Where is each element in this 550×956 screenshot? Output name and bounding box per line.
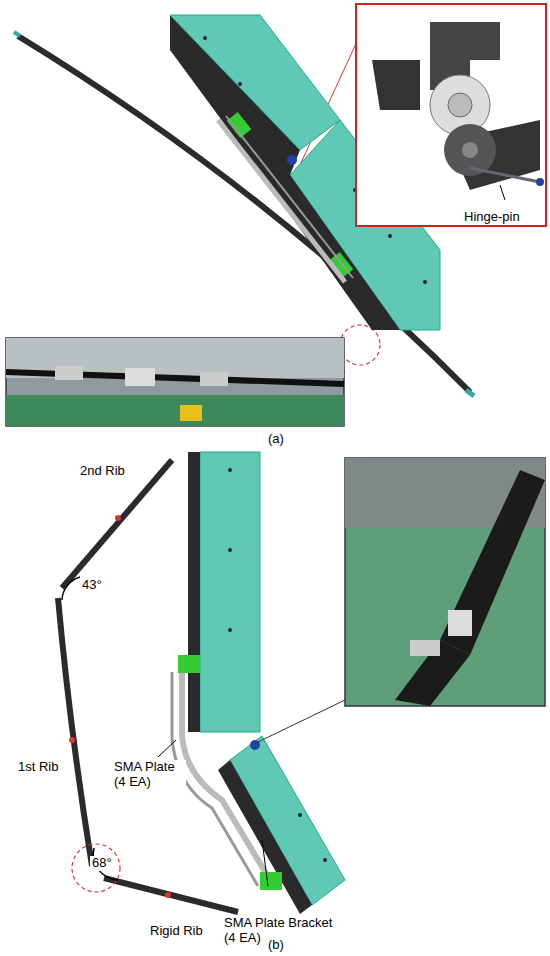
angle-label: 68° [90, 856, 114, 871]
hinge-parts [372, 22, 544, 200]
part-label: Hinge-pin [462, 210, 522, 225]
photo-inset [345, 458, 545, 706]
figure-label: (b) [266, 938, 286, 953]
figure-label: (a) [266, 432, 286, 447]
part-label: Rigid Rib [148, 924, 205, 939]
inset-box [356, 4, 546, 226]
angle-label: 43° [80, 578, 104, 593]
part-label: 1st Rib [16, 760, 60, 775]
part-label: SMA Plate (4 EA) [112, 760, 186, 790]
part-label: 2nd Rib [78, 464, 127, 479]
hinge-folded [172, 452, 345, 914]
detail-circle [340, 325, 380, 365]
photo-inset [6, 338, 344, 426]
